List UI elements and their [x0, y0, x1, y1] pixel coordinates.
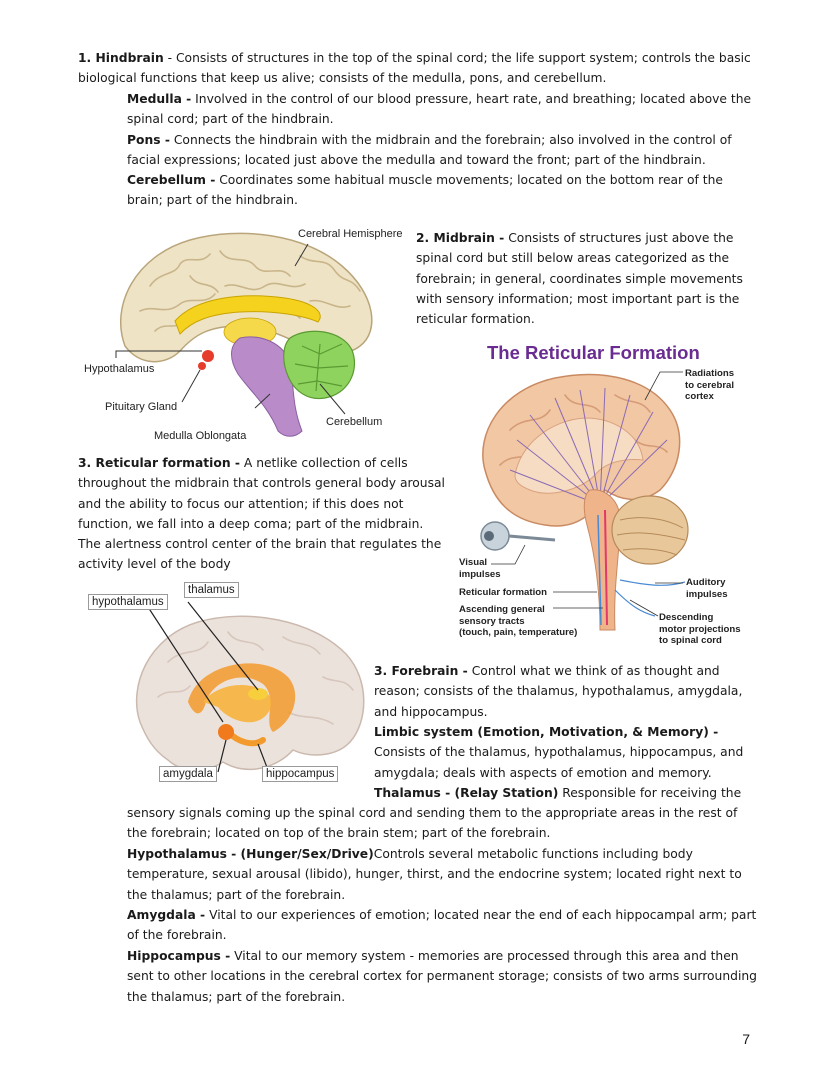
forebrain-text: Control what we think of as thought and …	[374, 664, 743, 719]
label-medulla-oblongata: Medulla Oblongata	[154, 430, 247, 442]
label-cerebral-hemisphere: Cerebral Hemisphere	[298, 228, 403, 240]
thalamus-text-a: Responsible for receiving the	[558, 786, 742, 800]
hypothalamus-title: Hypothalamus - (Hunger/Sex/Drive)	[127, 847, 374, 861]
thalamus-title: Thalamus - (Relay Station)	[374, 786, 559, 800]
label-cerebellum: Cerebellum	[326, 416, 383, 428]
medulla-title: Medulla -	[127, 92, 192, 106]
reticular-paragraph: 3. Reticular formation - A netlike colle…	[78, 453, 448, 575]
label-thalamus: thalamus	[184, 582, 239, 598]
thalamus-paragraph-start: Thalamus - (Relay Station) Responsible f…	[374, 783, 754, 803]
label-hippocampus: hippocampus	[262, 766, 339, 782]
hypothalamus-text: Controls several metabolic functions inc…	[127, 847, 742, 902]
brain-sagittal-illustration	[115, 232, 373, 437]
hindbrain-text: - Consists of structures in the top of t…	[78, 51, 751, 86]
cerebellum-title: Cerebellum -	[127, 173, 216, 187]
pons-paragraph: Pons - Connects the hindbrain with the m…	[127, 130, 757, 171]
label-reticular-formation: Reticular formation	[459, 587, 547, 598]
label-pituitary-gland: Pituitary Gland	[105, 401, 178, 413]
hippocampus-paragraph: Hippocampus - Vital to our memory system…	[127, 946, 757, 1007]
reticular-text: A netlike collection of cells throughout…	[78, 456, 445, 572]
label-hypothalamus-limbic: hypothalamus	[88, 594, 168, 610]
label-auditory-impulses: Auditory impulses	[686, 577, 728, 600]
reticular-formation-figure: The Reticular Formation	[455, 340, 755, 648]
brain-diagram-figure: Cerebral Hemisphere Hypothalamus Pituita…	[80, 226, 415, 448]
midbrain-text: Consists of structures just above the sp…	[416, 231, 743, 327]
limbic-system-figure: hypothalamus thalamus amygdala hippocamp…	[88, 582, 368, 788]
label-amygdala: amygdala	[159, 766, 217, 782]
label-ascending-tracts: Ascending general sensory tracts (touch,…	[459, 604, 578, 638]
page-number: 7	[742, 1031, 750, 1047]
midbrain-title: 2. Midbrain -	[416, 231, 505, 245]
thalamus-paragraph-rest: sensory signals coming up the spinal cor…	[127, 803, 757, 844]
pons-title: Pons -	[127, 133, 170, 147]
label-visual-impulses: Visual impulses	[459, 557, 501, 580]
amygdala-paragraph: Amygdala - Vital to our experiences of e…	[127, 905, 757, 946]
forebrain-paragraph: 3. Forebrain - Control what we think of …	[374, 661, 754, 722]
pons-text: Connects the hindbrain with the midbrain…	[127, 133, 732, 168]
medulla-text: Involved in the control of our blood pre…	[127, 92, 752, 127]
amygdala-text: Vital to our experiences of emotion; loc…	[127, 908, 757, 943]
hippocampus-title: Hippocampus -	[127, 949, 231, 963]
cerebellum-paragraph: Cerebellum - Coordinates some habitual m…	[127, 170, 757, 211]
limbic-text: Consists of the thalamus, hypothalamus, …	[374, 745, 744, 780]
midbrain-paragraph: 2. Midbrain - Consists of structures jus…	[416, 228, 746, 329]
label-descending-projections: Descending motor projections to spinal c…	[659, 612, 741, 646]
medulla-paragraph: Medulla - Involved in the control of our…	[127, 89, 757, 130]
hindbrain-title: 1. Hindbrain	[78, 51, 164, 65]
cerebellum-text: Coordinates some habitual muscle movemen…	[127, 173, 723, 208]
reticular-figure-title: The Reticular Formation	[487, 342, 700, 363]
thalamus-text-b: sensory signals coming up the spinal cor…	[127, 806, 738, 841]
label-radiations: Radiations to cerebral cortex	[685, 368, 735, 402]
reticular-illustration	[480, 371, 689, 631]
forebrain-title: 3. Forebrain -	[374, 664, 468, 678]
label-hypothalamus: Hypothalamus	[84, 363, 155, 375]
limbic-paragraph: Limbic system (Emotion, Motivation, & Me…	[374, 722, 754, 783]
reticular-title: 3. Reticular formation -	[78, 456, 240, 470]
hindbrain-paragraph: 1. Hindbrain - Consists of structures in…	[78, 48, 758, 89]
hippocampus-text: Vital to our memory system - memories ar…	[127, 949, 757, 1004]
limbic-brain-illustration	[135, 601, 365, 773]
amygdala-title: Amygdala -	[127, 908, 206, 922]
limbic-title: Limbic system (Emotion, Motivation, & Me…	[374, 725, 719, 739]
hypothalamus-paragraph: Hypothalamus - (Hunger/Sex/Drive)Control…	[127, 844, 757, 905]
